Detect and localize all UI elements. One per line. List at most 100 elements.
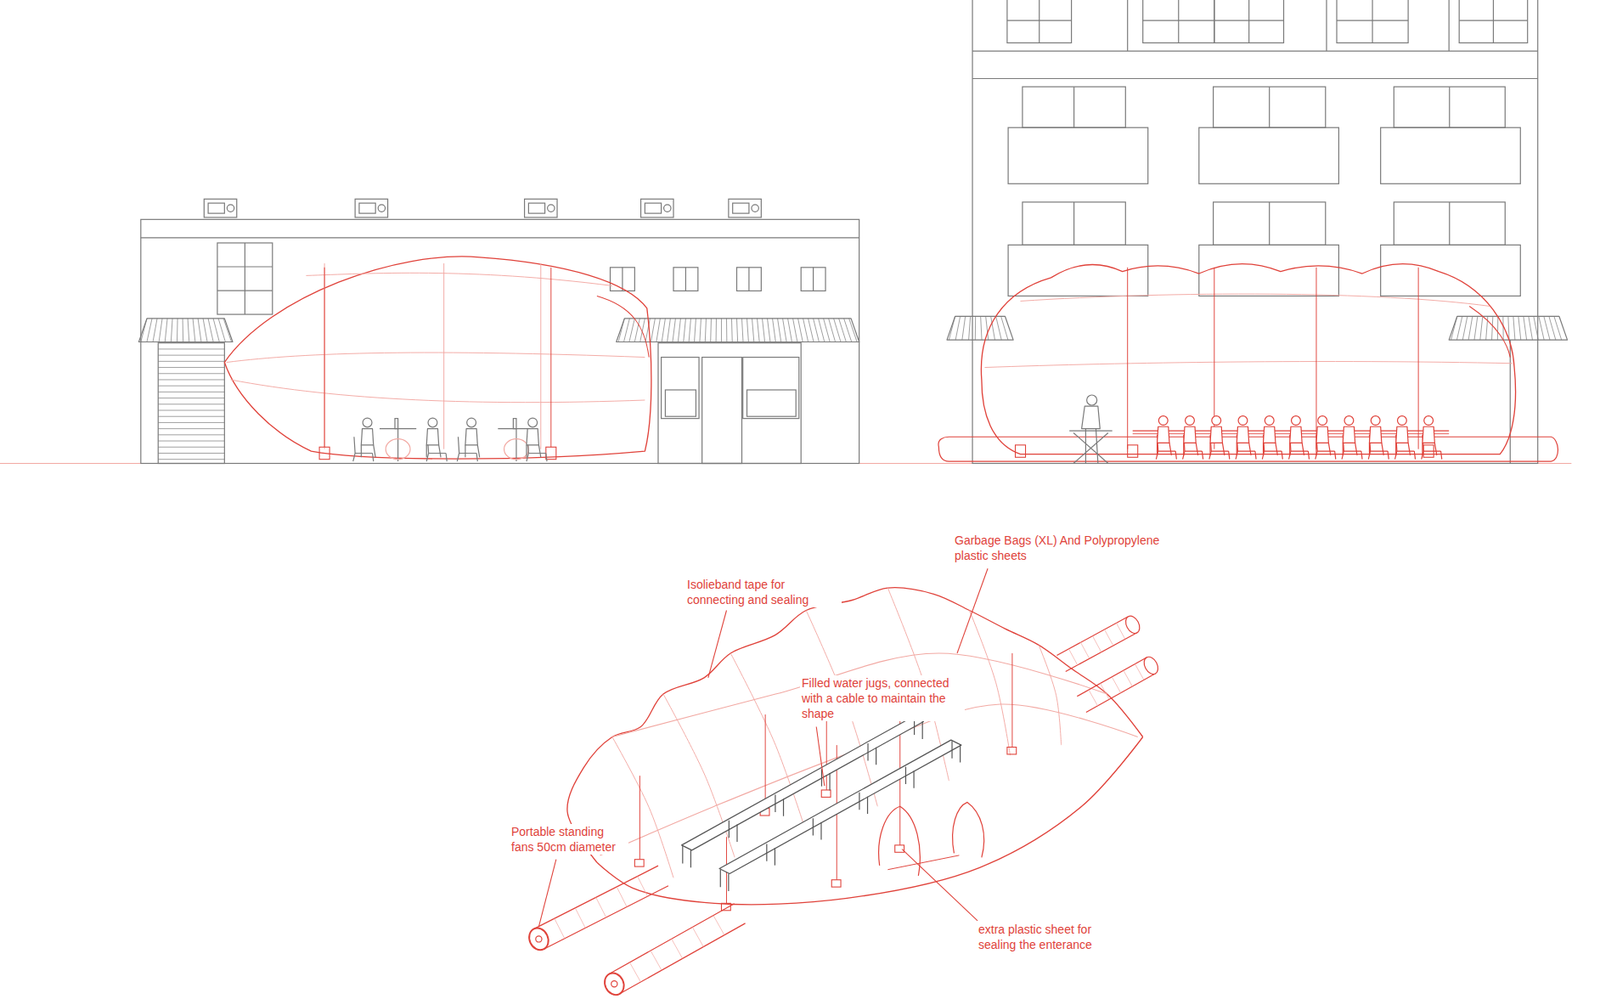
cornice-line (140, 236, 860, 238)
person-legs (465, 445, 480, 457)
awning-stripe (688, 318, 691, 343)
balcony (1199, 127, 1340, 184)
person-legs (1290, 442, 1305, 455)
jug-cable (765, 714, 767, 809)
person-body (1210, 426, 1223, 443)
window (1393, 202, 1505, 245)
awning-stripe (737, 318, 739, 343)
awning-stripe (948, 315, 955, 340)
air-tube (1056, 616, 1137, 672)
awning-stripe (140, 318, 147, 343)
bench-leg (951, 740, 953, 758)
window-mullion (1492, 0, 1494, 43)
window-mullion (621, 267, 623, 292)
person-legs (1316, 442, 1331, 455)
water-jug (546, 446, 557, 459)
shop-window (661, 357, 699, 419)
bench-leg (858, 792, 860, 810)
cafe-table-leg (397, 428, 399, 462)
awning-stripe (721, 318, 722, 343)
ac-fan (377, 204, 385, 212)
awning-stripe (202, 318, 208, 343)
water-jug (1007, 747, 1017, 755)
inflatable-outline (980, 264, 1516, 455)
window (1213, 86, 1326, 128)
person-head (1087, 394, 1098, 406)
tube-seam (1100, 682, 1110, 699)
bottle (394, 418, 399, 429)
tube-seam (1116, 622, 1126, 639)
ac-unit (641, 198, 674, 218)
awning-stripe (762, 318, 766, 343)
callout-label: Isolieband tape for connecting and seali… (685, 576, 842, 608)
awning-stripe (793, 318, 798, 343)
shutter-slat (157, 360, 225, 362)
person-head (1370, 416, 1381, 426)
tube-seam (1080, 642, 1089, 659)
window-mullion (1336, 19, 1409, 21)
awning-stripe (823, 318, 831, 343)
awning-stripe (962, 315, 966, 340)
jug-cable (639, 775, 641, 860)
bench-leg (820, 822, 822, 840)
balcony (1199, 244, 1340, 296)
water-jug (821, 789, 831, 797)
awning-stripe (772, 318, 777, 343)
person-body (1262, 426, 1275, 443)
tube-seam (671, 938, 683, 958)
air-tube (1076, 657, 1155, 713)
tube-seam (1134, 664, 1144, 681)
window-mullion (748, 267, 750, 292)
bench-leg (783, 798, 784, 816)
person-legs (1236, 442, 1251, 455)
pilaster (1126, 0, 1128, 51)
awning-stripe (197, 318, 202, 343)
shop-window (743, 357, 800, 419)
awning-stripe (176, 318, 179, 343)
shutter-slat (157, 366, 225, 368)
shutter-slat (157, 378, 225, 380)
serving-table-legs (1073, 432, 1109, 463)
water-jug (895, 845, 905, 852)
jug-cable (1011, 653, 1013, 748)
awning-stripe (640, 318, 646, 343)
awning-stripe (1502, 315, 1504, 340)
hanging-cable (324, 263, 326, 450)
awning-stripe (788, 318, 793, 343)
fan-disc (504, 439, 530, 460)
ac-fan (664, 204, 671, 212)
awning-stripe (808, 318, 814, 343)
awning-stripe (1497, 315, 1499, 340)
awning-stripe (629, 318, 635, 343)
tube-seam (616, 886, 627, 908)
bench-leg (922, 721, 924, 739)
bench-leg (720, 869, 722, 887)
bench-leg (727, 873, 729, 891)
awning-stripe (726, 318, 727, 343)
window-mullion (1459, 19, 1528, 21)
bench-leg (828, 772, 830, 790)
leader-line (708, 610, 727, 678)
window-mullion (1248, 0, 1250, 43)
person-head (428, 417, 438, 428)
bag-seam (612, 737, 674, 879)
leader-line (957, 568, 988, 654)
awning-stripe (1480, 315, 1483, 340)
person-legs (1262, 442, 1278, 455)
window-mullion (1268, 86, 1270, 128)
window-mullion (1073, 86, 1075, 128)
jug-cable (1418, 267, 1420, 450)
bottle (512, 418, 517, 429)
shutter-slat (157, 416, 225, 417)
window-mullion (217, 289, 273, 291)
water-jug (634, 859, 644, 867)
person-head (528, 417, 538, 428)
entrance-flap (597, 295, 649, 357)
awning-stripe (1474, 315, 1478, 340)
tube-end (1141, 653, 1161, 677)
person-body (1369, 426, 1381, 443)
pilaster (1448, 0, 1450, 51)
person-body (526, 428, 539, 446)
awning-stripe (777, 318, 782, 343)
